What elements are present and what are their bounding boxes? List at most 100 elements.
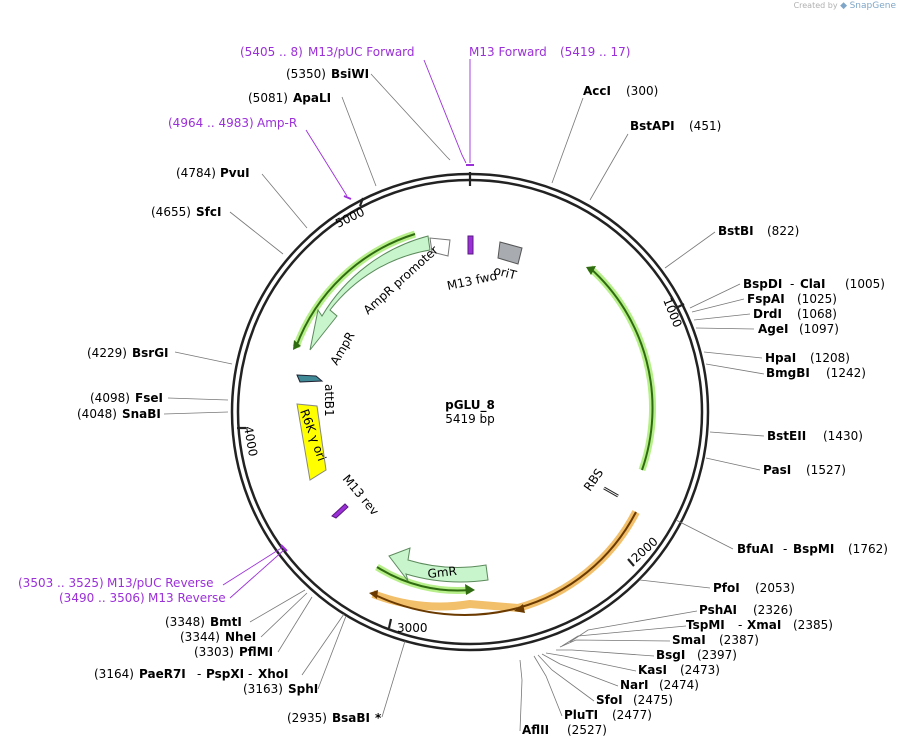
site-sfci-pos: (4655) xyxy=(151,205,191,219)
leader-pshai xyxy=(569,610,698,643)
primer-m13-reverse-name: M13 Reverse xyxy=(148,591,226,605)
site-pspxi-name: PspXI xyxy=(206,667,244,681)
site-snabi-name: SnaBI xyxy=(122,407,161,421)
site-pluti-name: PluTI xyxy=(564,708,598,722)
primer-tick-m13-reverse xyxy=(280,544,288,552)
attb1-arrow xyxy=(296,374,324,383)
m13-fwd-feature: M13 fwd xyxy=(446,235,499,293)
leader-bsrgi xyxy=(174,351,233,365)
site-bspmi-name: BspMI xyxy=(793,542,834,556)
site-pshai-pos: (2326) xyxy=(753,603,793,617)
leader-fspai xyxy=(691,298,745,313)
primer-m13-puc-reverse-name: M13/pUC Reverse xyxy=(107,576,214,590)
leader-bmgbi xyxy=(705,363,765,375)
leader-bstbi xyxy=(664,231,716,269)
site-aflii-name: AflII xyxy=(522,723,549,737)
site-fsei-pos: (4098) xyxy=(90,391,130,405)
leader-bmti xyxy=(249,589,306,623)
leader-tspmi xyxy=(561,625,687,647)
position-ticks xyxy=(237,172,685,629)
rbs-marker-core xyxy=(603,487,619,497)
ampr-feature: AmpR promoter AmpR xyxy=(309,235,451,368)
ampr-orf-arc xyxy=(295,233,416,348)
gmr-label: GmR xyxy=(427,564,458,581)
leader-kasi xyxy=(545,652,637,672)
site-acci-pos: (300) xyxy=(626,84,658,98)
leader-bsgi xyxy=(556,649,655,657)
leader-hpai xyxy=(703,351,763,359)
site-tspmi-pos: (2385) xyxy=(793,618,833,632)
site-bsiwi-pos: (5350) xyxy=(286,67,326,81)
right-orf-arrowhead xyxy=(586,266,596,275)
tick-3000 xyxy=(387,618,393,629)
attb1-feature: attB1 xyxy=(296,374,336,417)
orange-feature-arc-b xyxy=(372,593,519,616)
site-tspmi-name: TspMI xyxy=(686,618,725,632)
plasmid-size: 5419 bp xyxy=(445,412,495,426)
leader-nari xyxy=(541,653,619,687)
leader-sphi xyxy=(317,615,347,690)
site-bsteii-name: BstEII xyxy=(767,429,806,443)
primer-markers xyxy=(280,164,474,552)
site-bfuai-dash: - xyxy=(783,542,787,556)
m13-rev-marker xyxy=(331,503,349,519)
site-paer7i-dash2: - xyxy=(248,667,252,681)
leader-sfci xyxy=(229,211,284,255)
site-pasi-name: PasI xyxy=(763,463,791,477)
site-bsgi-name: BsgI xyxy=(656,648,685,662)
leader-m13-reverse xyxy=(229,549,285,599)
site-paer7i-dash1: - xyxy=(197,667,201,681)
primer-m13-puc-forward-name: M13/pUC Forward xyxy=(308,45,415,59)
site-bstapi-name: BstAPI xyxy=(630,119,675,133)
orit-block xyxy=(497,241,523,265)
snapgene-logo-icon: ◆ xyxy=(840,1,848,11)
m13-fwd-label: M13 fwd xyxy=(446,269,499,293)
tick-5000 xyxy=(358,197,365,207)
primer-amp-r-range: (4964 .. 4983) xyxy=(168,116,254,130)
site-nhei-name: NheI xyxy=(225,630,256,644)
site-pvui-name: PvuI xyxy=(220,166,250,180)
primer-leaders xyxy=(222,59,471,599)
site-bstbi-name: BstBI xyxy=(718,224,754,238)
site-bsiwi-name: BsiWI xyxy=(331,67,369,81)
site-drdi-name: DrdI xyxy=(753,307,782,321)
leader-paer7i xyxy=(301,613,345,676)
site-aflii-pos: (2527) xyxy=(567,723,607,737)
leader-aflii xyxy=(519,659,523,732)
site-fsei-name: FseI xyxy=(135,391,163,405)
tick-2000 xyxy=(627,558,635,567)
leader-bsiwi xyxy=(370,73,451,161)
orange-feature-arrowhead-right xyxy=(514,604,525,613)
site-kasi-pos: (2473) xyxy=(680,663,720,677)
site-agei-name: AgeI xyxy=(758,322,788,336)
leader-pluti xyxy=(533,655,563,717)
site-bmgbi-pos: (1242) xyxy=(826,366,866,380)
site-fspai-pos: (1025) xyxy=(797,292,837,306)
site-clai-name: ClaI xyxy=(800,277,825,291)
leader-bfuai xyxy=(675,519,734,550)
tick-label-3000: 3000 xyxy=(397,621,428,635)
site-nari-name: NarI xyxy=(620,678,649,692)
gmr-arrow xyxy=(388,547,489,583)
m13-rev-label: M13 rev xyxy=(340,472,382,518)
ampr-promoter-arrow xyxy=(429,237,451,257)
site-apali-name: ApaLI xyxy=(293,91,331,105)
orange-feature-arrowhead-left xyxy=(369,590,378,599)
orit-feature: oriT xyxy=(492,241,523,283)
leader-pasi xyxy=(705,457,761,471)
orf-arcs xyxy=(292,230,656,595)
site-bmti-name: BmtI xyxy=(210,615,242,629)
leader-amp-r xyxy=(305,129,348,197)
primer-m13-puc-reverse-range: (3503 .. 3525) xyxy=(18,576,104,590)
tick-1000 xyxy=(675,303,685,309)
leader-apali xyxy=(341,96,377,187)
site-tspmi-dash: - xyxy=(738,618,742,632)
enzyme-labels-right: AccI (300) BstAPI (451) BstBI (822) BspD… xyxy=(522,84,888,737)
site-drdi-pos: (1068) xyxy=(797,307,837,321)
site-bspdi-dash: - xyxy=(790,277,794,291)
site-smai-name: SmaI xyxy=(672,633,706,647)
site-bsrgi-pos: (4229) xyxy=(87,346,127,360)
site-kasi-name: KasI xyxy=(638,663,667,677)
leader-fsei xyxy=(167,397,229,401)
site-bsabi-name: BsaBI xyxy=(332,711,370,725)
